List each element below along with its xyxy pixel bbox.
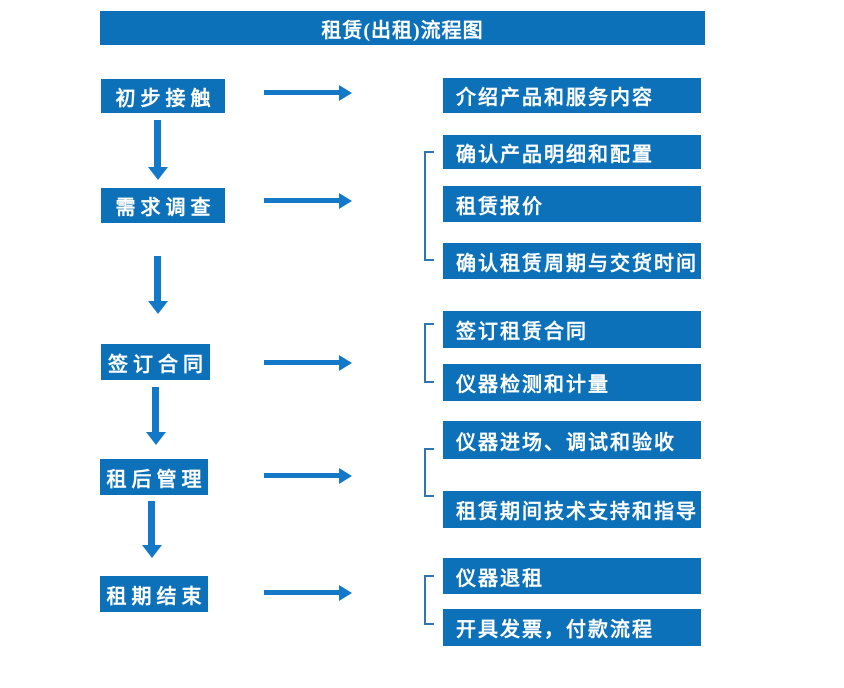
right-arrow-icon [264,360,339,365]
group-bracket [424,151,434,261]
title-bar: 租赁(出租)流程图 [100,11,705,45]
output-label: 租赁报价 [456,195,544,218]
right-arrow-icon [264,590,339,595]
down-arrow-icon [154,256,161,301]
page-title: 租赁(出租)流程图 [321,19,484,42]
step-box-sign-contract: 签订合同 [101,344,210,380]
group-bracket [424,575,434,625]
output-box: 仪器检测和计量 [443,364,701,401]
output-label: 仪器检测和计量 [456,374,610,396]
output-label: 租赁期间技术支持和指导 [456,501,698,523]
output-box: 租赁报价 [443,186,701,222]
group-bracket [424,448,434,497]
right-arrow-icon [264,473,339,478]
step-box-initial-contact: 初步接触 [101,79,225,113]
step-box-rental-end: 租期结束 [100,576,208,612]
step-label: 租期结束 [106,585,207,608]
output-box: 确认产品明细和配置 [443,135,701,169]
output-box: 开具发票，付款流程 [443,609,701,646]
step-label: 租后管理 [106,468,207,491]
output-label: 签订租赁合同 [456,321,588,343]
output-label: 仪器进场、调试和验收 [456,431,676,454]
output-box: 仪器退租 [443,558,701,594]
group-bracket [424,323,434,383]
step-box-post-rental-management: 租后管理 [100,459,208,495]
right-arrow-icon [264,198,339,203]
down-arrow-icon [152,387,159,432]
down-arrow-icon [154,120,161,167]
output-label: 介绍产品和服务内容 [456,87,654,109]
output-label: 确认租赁周期与交货时间 [456,252,698,275]
down-arrow-icon [148,501,155,545]
output-box: 确认租赁周期与交货时间 [443,243,701,279]
output-label: 仪器退租 [456,567,544,590]
output-label: 确认产品明细和配置 [456,143,654,166]
output-box: 介绍产品和服务内容 [443,78,701,113]
right-arrow-icon [264,90,339,95]
step-label: 初步接触 [115,87,216,110]
step-label: 需求调查 [115,197,216,219]
output-box: 租赁期间技术支持和指导 [443,491,701,528]
output-box: 仪器进场、调试和验收 [443,421,701,459]
output-label: 开具发票，付款流程 [456,619,654,641]
step-label: 签订合同 [108,353,208,376]
step-box-demand-survey: 需求调查 [101,188,225,223]
output-box: 签订租赁合同 [443,311,701,348]
